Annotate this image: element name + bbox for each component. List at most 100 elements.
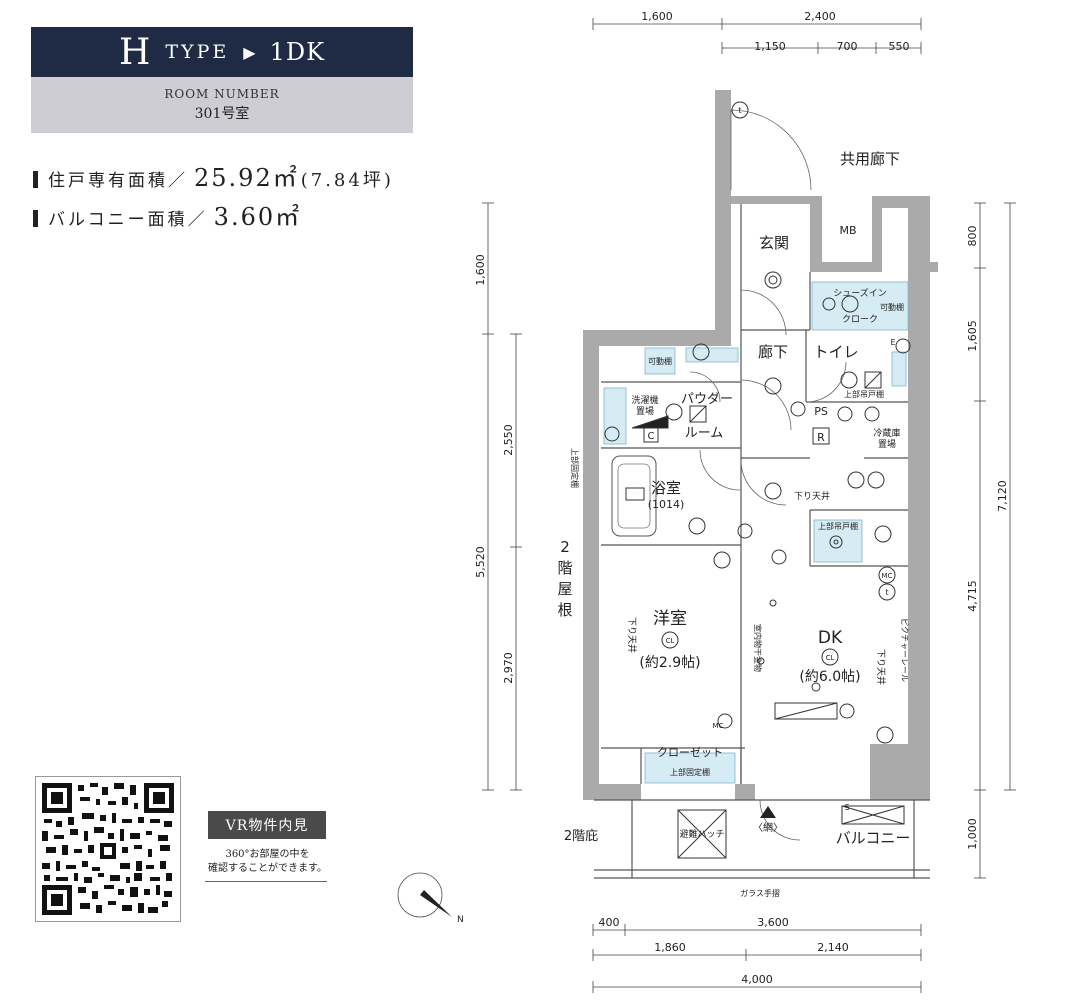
dim-right-total: 7,120 [996,480,1009,512]
label-roof-4: 根 [557,601,572,619]
label-mc-western: MC [713,722,724,730]
label-washer-1: 洗濯機 [631,394,658,406]
qr-code-icon [42,783,174,915]
label-s: S [844,803,849,812]
dimension-lines [482,18,1016,993]
label-t-entry: t [738,106,741,115]
dim-bottom-3: 1,860 [654,941,686,954]
equipment-symbols [604,101,911,859]
dim-bottom-1: 400 [599,916,620,929]
label-hatch: 避難ハッチ [679,828,724,840]
unit-type-card: H TYPE ▶ 1DK ROOM NUMBER 301号室 [31,27,413,133]
label-cl-dk: CL [826,654,835,662]
label-glass-railing: ガラス手摺 [740,888,780,898]
vr-note-line2: 確認することができます。 [208,863,327,874]
label-roof-3: 屋 [557,580,572,598]
label-shoes-closet-1: シューズイン [833,287,887,299]
dim-top-3: 1,150 [754,40,786,53]
unit-layout: 1DK [269,38,326,66]
label-roof-2: 階 [557,559,572,577]
balcony-area-value: 3.60㎡ [213,203,302,231]
label-toilet: トイレ [813,343,858,361]
label-upper-shelf-toilet: 上部吊戸棚 [844,389,884,399]
dim-right-1: 800 [966,226,979,247]
label-bath: 浴室 [651,479,681,497]
label-roof-1: 2 [560,538,570,556]
qr-code[interactable] [35,776,181,922]
dim-left-4: 2,970 [502,652,515,684]
compass: N [397,872,464,925]
label-movable-shelf-2: 可動棚 [648,356,672,366]
vr-underline [205,881,327,882]
label-cl-western: CL [666,637,675,645]
exclusive-area-tsubo: (7.84坪) [300,170,394,191]
walls [583,90,938,800]
bathtub-inner [617,463,651,529]
dim-top-5: 550 [889,40,910,53]
label-shoes-closet-2: クローク [842,314,878,325]
upward-triangle-icon [760,806,776,818]
room-number-label: ROOM NUMBER [164,87,280,101]
label-western-room: 洋室 [653,609,687,629]
dim-right-4: 1,000 [966,818,979,850]
dim-top-2: 2,400 [804,10,836,23]
label-mb: MB [839,224,856,237]
balcony-area-label: バルコニー面積／ [48,210,208,230]
label-upper-fixed-shelf: 上部固定棚 [670,767,710,777]
dim-bottom-2: 3,600 [757,916,789,929]
label-powder-2: ルーム [685,426,724,441]
label-eaves: 2階庇 [564,829,598,844]
label-dk-size: (約6.0帖) [799,669,860,685]
room-number-panel: ROOM NUMBER 301号室 [31,77,413,133]
unit-type-word: TYPE [165,41,230,63]
label-t-dk: t [885,588,888,597]
exclusive-area-value: 25.92㎡ [194,164,299,192]
bullet-bar-icon [33,171,38,188]
vertical-labels: 上部固定棚 下り天井 下り天井 室内物干金物 ピクチャーレール [570,448,909,685]
label-dk: DK [818,628,843,648]
dim-top-4: 700 [837,40,858,53]
unit-type-letter: H [118,31,152,73]
arrow-right-icon: ▶ [243,42,256,62]
room-labels: 共用廊下 MB 玄関 シューズイン クローク 可動棚 可動棚 廊下 トイレ 上部… [557,106,910,898]
label-fridge-2: 置場 [878,438,896,450]
label-lowered-ceiling-hall: 下り天井 [794,490,830,502]
exclusive-area-label: 住戸専有面積／ [48,171,188,191]
label-lowered-ceiling-dk: 下り天井 [875,649,887,685]
label-powder-1: パウダー [681,392,733,407]
label-c: C [648,431,655,442]
compass-needle-icon [420,890,452,917]
label-ps: PS [814,405,828,418]
label-indoor-drying: 室内物干金物 [753,624,763,672]
label-corridor: 共用廊下 [840,150,900,168]
bathtub [611,455,657,537]
door-swings [689,109,847,841]
label-r: R [817,431,825,444]
vr-tour-button[interactable]: VR物件内見 [208,811,326,839]
unit-type-banner: H TYPE ▶ 1DK [31,27,413,77]
label-bath-size: (1014) [648,498,685,511]
label-net: 〈網〉 [753,821,783,834]
label-upper-shelf-kitchen: 上部吊戸棚 [818,521,858,531]
label-washer-2: 置場 [636,405,654,417]
dim-bottom-4: 2,140 [817,941,849,954]
label-mc-dk: MC [882,572,893,580]
label-western-size: (約2.9帖) [639,655,700,671]
dim-top-1: 1,600 [641,10,673,23]
label-e: E [890,338,895,347]
label-balcony: バルコニー [836,829,911,847]
dimension-labels: 1,600 2,400 1,150 700 550 400 3,600 1,86… [474,10,1009,986]
label-hallway: 廊下 [758,343,788,361]
dim-left-3: 2,550 [502,424,515,456]
room-number-value: 301号室 [194,106,250,122]
dim-right-2: 1,605 [966,320,979,352]
dim-left-2: 5,520 [474,546,487,578]
label-lowered-ceiling-western: 下り天井 [626,617,638,653]
bullet-bar-icon [33,210,38,227]
label-upper-fixed-shelf-vertical: 上部固定棚 [570,448,580,488]
vr-note-line1: 360°お部屋の中を [225,849,310,860]
label-closet: クローゼット [657,746,723,759]
label-fridge-1: 冷蔵庫 [873,427,900,439]
label-picture-rail: ピクチャーレール [900,618,909,682]
partitions [594,204,930,879]
